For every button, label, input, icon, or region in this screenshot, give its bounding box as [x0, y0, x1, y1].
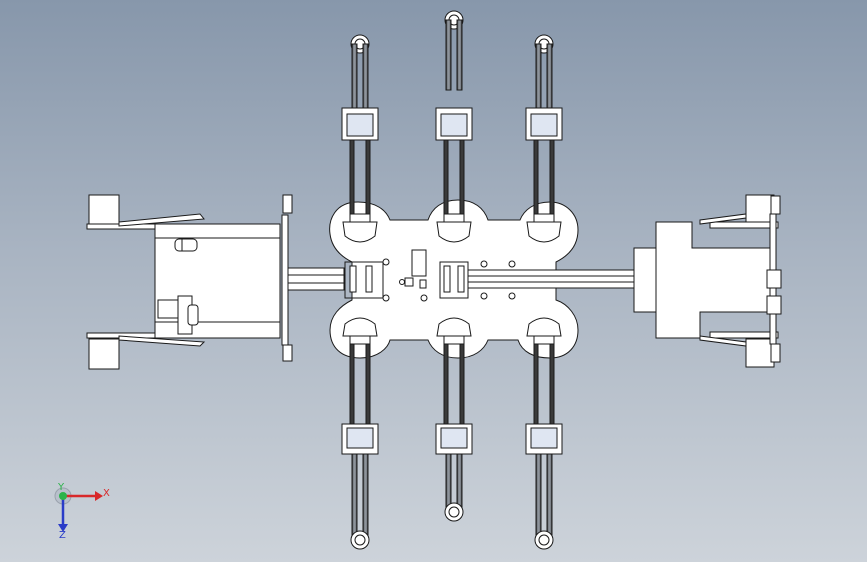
actuator-bottom-guide-a-2 [533, 343, 539, 425]
actuator-bottom-cap-ring-2 [538, 534, 550, 546]
z-axis-label: Z [59, 530, 66, 541]
actuator-bottom-cup-neck-2 [533, 335, 555, 345]
actuator-top-rod-b-1 [456, 19, 463, 91]
right-bottom-jaw-block [745, 338, 775, 368]
actuator-top-cup-neck-1 [443, 213, 465, 223]
y-axis-dot [59, 492, 67, 500]
left-end-plate [281, 214, 289, 346]
actuator-bottom-guide-b-0 [365, 343, 371, 425]
actuator-top-guide-b-0 [365, 139, 371, 219]
y-axis-label: Y [58, 482, 65, 493]
left-body [154, 223, 281, 339]
actuator-bottom-cup-neck-0 [349, 335, 371, 345]
actuator-bottom-rod-a-0 [351, 453, 358, 541]
actuator-bottom-cup-1 [436, 317, 472, 337]
actuator-top-cup-neck-0 [349, 213, 371, 223]
actuator-top-guide-b-1 [459, 139, 465, 219]
actuator-top-cup-0 [342, 221, 378, 243]
actuator-bottom-guide-b-1 [459, 343, 465, 425]
actuator-bottom-cup-0 [342, 317, 378, 337]
actuator-bottom-rod-b-0 [362, 453, 369, 541]
actuator-bottom-carriage-face-1 [440, 427, 468, 449]
actuator-bottom-guide-a-0 [349, 343, 355, 425]
actuator-top-cup-neck-2 [533, 213, 555, 223]
actuator-top-cup-1 [436, 221, 472, 243]
center-sensor [411, 249, 427, 277]
left-fitting-top [174, 238, 198, 252]
left-shaft [287, 267, 345, 291]
right-body [633, 221, 771, 339]
actuator-bottom-guide-a-1 [443, 343, 449, 425]
actuator-top-rod-a-2 [535, 43, 542, 115]
actuator-top-carriage-face-0 [346, 113, 374, 137]
left-bottom-jaw-block [88, 338, 120, 370]
actuator-top-rod-a-0 [351, 43, 358, 115]
actuator-top-rod-b-0 [362, 43, 369, 115]
actuator-bottom-cap-1 [444, 502, 464, 522]
right-gripper-module [467, 194, 782, 368]
actuator-bottom-cap-2 [534, 530, 554, 550]
actuator-top-guide-a-0 [349, 139, 355, 219]
actuator-top-rod-a-1 [445, 19, 452, 91]
actuator-top-rod-b-2 [546, 43, 553, 115]
actuator-top-guide-b-2 [549, 139, 555, 219]
actuator-bottom-cap-0 [350, 530, 370, 550]
left-bolt-bottom [282, 344, 293, 362]
left-bolt-top [282, 194, 293, 214]
actuator-top-guide-a-2 [533, 139, 539, 219]
center-plate [329, 199, 579, 359]
actuator-top-guide-a-1 [443, 139, 449, 219]
actuator-top-carriage-face-1 [440, 113, 468, 137]
actuator-bottom-cup-2 [526, 317, 562, 337]
actuator-bottom-carriage-face-2 [530, 427, 558, 449]
coordinate-triad [54, 487, 103, 532]
x-axis-label: X [103, 488, 110, 499]
actuator-bottom-carriage-face-0 [346, 427, 374, 449]
actuator-bottom-cup-neck-1 [443, 335, 465, 345]
actuator-bottom-guide-b-2 [549, 343, 555, 425]
right-long-rod [467, 269, 637, 289]
actuator-top-carriage-face-2 [530, 113, 558, 137]
left-gripper-module [86, 194, 345, 370]
actuator-bottom-cap-ring-1 [448, 506, 460, 518]
actuator-bottom-rod-b-2 [546, 453, 553, 541]
actuator-top-cup-2 [526, 221, 562, 243]
actuator-bottom-rod-a-2 [535, 453, 542, 541]
vertical-actuators [341, 10, 563, 550]
left-top-jaw-block [88, 194, 120, 226]
actuator-bottom-cap-ring-0 [354, 534, 366, 546]
